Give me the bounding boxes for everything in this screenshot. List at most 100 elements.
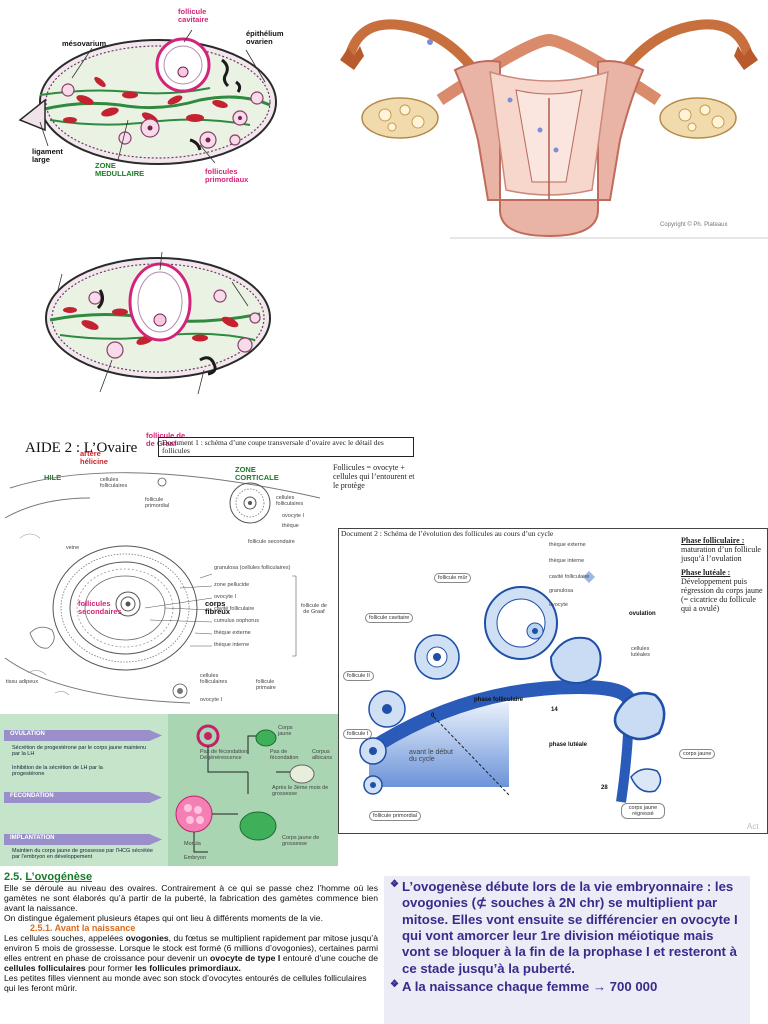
flow-label-apres: Après le 3ème mois de grossesse <box>272 785 329 797</box>
doc1-diagram: cellules folliculaires follicule primord… <box>0 458 340 713</box>
label-follicule-mur: follicule mûr <box>434 573 472 583</box>
section-heading: 2.5. L’ovogénèse <box>4 871 378 883</box>
label-follicule-cavitaire-2: follicule cavitaire <box>365 613 414 623</box>
label-phase-luteale: phase lutéale <box>549 742 588 748</box>
watermark-text: Act <box>747 822 759 831</box>
flow-label-corps-jaune: Corps jaune <box>278 725 293 737</box>
section-title: L’ovogénèse <box>25 871 93 883</box>
bullet-icon-2: ❖ <box>390 979 399 991</box>
ovary-diagram-2: follicule de de Graaf artère hélicine HI… <box>0 210 310 615</box>
label-cavite-folliculaire: cavité folliculaire <box>214 606 255 612</box>
p2-follicules: les follicules primordiaux. <box>134 963 241 974</box>
label-ovocyte-4: ovocyte <box>549 602 568 608</box>
label-avant-debut: avant le début du cycle <box>409 749 453 764</box>
label-follicule-II: follicule II <box>343 671 374 681</box>
label-ovocyte-1: ovocyte I <box>282 513 305 519</box>
label-veine: veine <box>66 545 80 551</box>
label-zone-medullaire: ZONE MEDULLAIRE <box>95 161 145 178</box>
p2-cellules: cellules folliculaires <box>4 963 86 974</box>
label-cumulus: cumulus oophorus <box>214 618 259 624</box>
flow-label-pas-fecondation-2: Pas de fécondation <box>270 749 299 761</box>
doc2-caption: Document 2 : Schéma de l’évolution des f… <box>341 529 554 538</box>
label-theque-1: thèque <box>282 523 299 529</box>
label-follicule-I: follicule I <box>343 729 373 739</box>
label-follicule-secondaire: follicule secondaire <box>248 539 295 545</box>
uterus-illustration: Copyright © Ph. Plateaux <box>330 0 768 240</box>
label-granulosa: granulosa (cellules folliculaires) <box>214 565 291 571</box>
label-theque-externe-1: thèque externe <box>214 630 251 636</box>
label-cavite-2: cavité folliculaire <box>549 574 590 580</box>
paragraph-1b: On distingue également plusieurs étapes … <box>4 913 323 924</box>
flow-diagram-drawing <box>175 724 315 853</box>
label-zone-corticale: ZONE CORTICALE <box>235 465 279 482</box>
subsection-heading: 2.5.1. Avant la naissance <box>30 923 136 934</box>
slide-bullet-1: ❖ L’ovogenèse débute lors de la vie embr… <box>390 879 742 977</box>
label-phase-folliculaire: phase folliculaire <box>474 697 524 703</box>
bullet-icon-1: ❖ <box>390 879 399 890</box>
phase-luteale-title: Phase lutéale : <box>681 568 731 578</box>
label-ligament: ligament large <box>32 147 63 164</box>
flow-text-implantation: Maintien du corps jaune de grossesse par… <box>12 848 153 860</box>
label-day28: 28 <box>601 785 608 791</box>
slide-bullet-2-text: A la naissance chaque femme → 700 000 <box>402 979 658 995</box>
label-cellules-folliculaires-3: cellules folliculaires <box>200 673 228 685</box>
uterus-drawing <box>340 19 768 239</box>
label-granulosa-2: granulosa <box>549 588 574 594</box>
phase-folliculaire-text: maturation d’un follicule jusqu’à l’ovul… <box>681 544 761 563</box>
flow-label-pas-fecondation: Pas de fécondation Dégénérescence <box>200 749 248 761</box>
label-day14: 14 <box>551 707 558 713</box>
label-day0: 0 <box>431 713 435 719</box>
follicules-note: Follicules = ovocyte + cellules qui l’en… <box>333 463 415 491</box>
label-follicules-primordiaux: follicules primordiaux <box>205 167 249 184</box>
doc2-panel: Document 2 : Schéma de l’évolution des f… <box>338 528 768 834</box>
flow-label-corps-jaune-grossesse: Corps jaune de grossesse <box>282 835 320 847</box>
flow-row-ovulation: OVULATION <box>4 730 162 741</box>
aide2-title: AIDE 2 : L’Ovaire <box>25 440 138 456</box>
label-follicule-cavitaire: follicule cavitaire <box>178 7 209 24</box>
ovary-diagram-1: follicule cavitaire mésovarium épithéliu… <box>0 0 310 210</box>
flow-header-implantation: IMPLANTATION <box>10 835 55 841</box>
paragraph-1: Elle se déroule au niveau des ovaires. C… <box>4 883 378 914</box>
flow-header-ovulation: OVULATION <box>10 731 45 737</box>
label-zone-pellucide: zone pellucide <box>214 582 250 588</box>
label-ovocyte-2: ovocyte I <box>214 594 237 600</box>
label-tissu-adipeux: tissu adipeux <box>6 679 39 685</box>
label-corps-fibreux: corps fibreux <box>205 599 231 616</box>
label-cellules-folliculaires-1: cellules folliculaires <box>100 477 128 489</box>
section-number: 2.5. <box>4 871 23 883</box>
ovary-zones-illustration <box>45 251 271 395</box>
label-cellules-folliculaires-2: cellules folliculaires <box>276 495 304 507</box>
flow-text-ovulation: Sécrétion de progestérone par le corps j… <box>12 745 147 757</box>
phase-luteale-text: Développement puis régression du corps j… <box>681 577 763 613</box>
ovary-section-illustration <box>18 29 277 165</box>
phase-folliculaire-title: Phase folliculaire : <box>681 536 745 545</box>
p2-ovogonies: ovogonies <box>125 933 169 944</box>
label-corps-jaune-regresse: corps jaune régressé <box>621 803 665 819</box>
label-follicule-graaf-2: follicule de de Graaf <box>301 603 327 615</box>
label-artere-helicine: artère hélicine <box>80 449 108 466</box>
p2-part-c: , du fœtus se multiplient rapidement par… <box>4 933 378 964</box>
flow-header-fecondation: FECONDATION <box>10 793 54 799</box>
label-follicule-primaire: follicule primaire <box>256 679 276 691</box>
label-theque-externe-2: thèque externe <box>549 542 586 548</box>
flow-row-fecondation: FECONDATION <box>4 792 162 803</box>
slide-bullet-2: ❖ A la naissance chaque femme → 700 000 <box>390 979 742 995</box>
flow-label-corpus-albicans: Corpus albicans <box>312 749 333 761</box>
flow-label-morula-visible: Morula <box>184 841 201 847</box>
corpus-luteum-flow: OVULATION Sécrétion de progestérone par … <box>0 714 338 866</box>
label-follicules-secondaires: follicules secondaires <box>78 599 122 616</box>
label-follicule-primordial-2: follicule primordial <box>369 811 422 821</box>
ovary-cross-section-drawing <box>4 472 321 704</box>
follicle-cycle-drawing <box>359 571 666 803</box>
label-mesovarium: mésovarium <box>62 39 107 48</box>
paragraph-3: Les petites filles viennent au monde ave… <box>4 973 367 994</box>
slide-bullet-1-text: L’ovogenèse débute lors de la vie embryo… <box>402 879 738 976</box>
label-epithelium: épithélium ovarien <box>246 29 284 46</box>
label-ovulation: ovulation <box>629 611 656 617</box>
ovogenese-slide: ❖ L’ovogenèse débute lors de la vie embr… <box>384 876 750 1024</box>
label-theque-interne-1: thèque interne <box>214 642 250 648</box>
doc2-side-notes: Phase folliculaire : maturation d’un fol… <box>681 536 767 613</box>
label-corps-jaune: corps jaune <box>679 749 716 759</box>
label-theque-interne-2: thèque interne <box>549 558 585 564</box>
p2-ovocyte: ovocyte de type I <box>210 953 281 964</box>
